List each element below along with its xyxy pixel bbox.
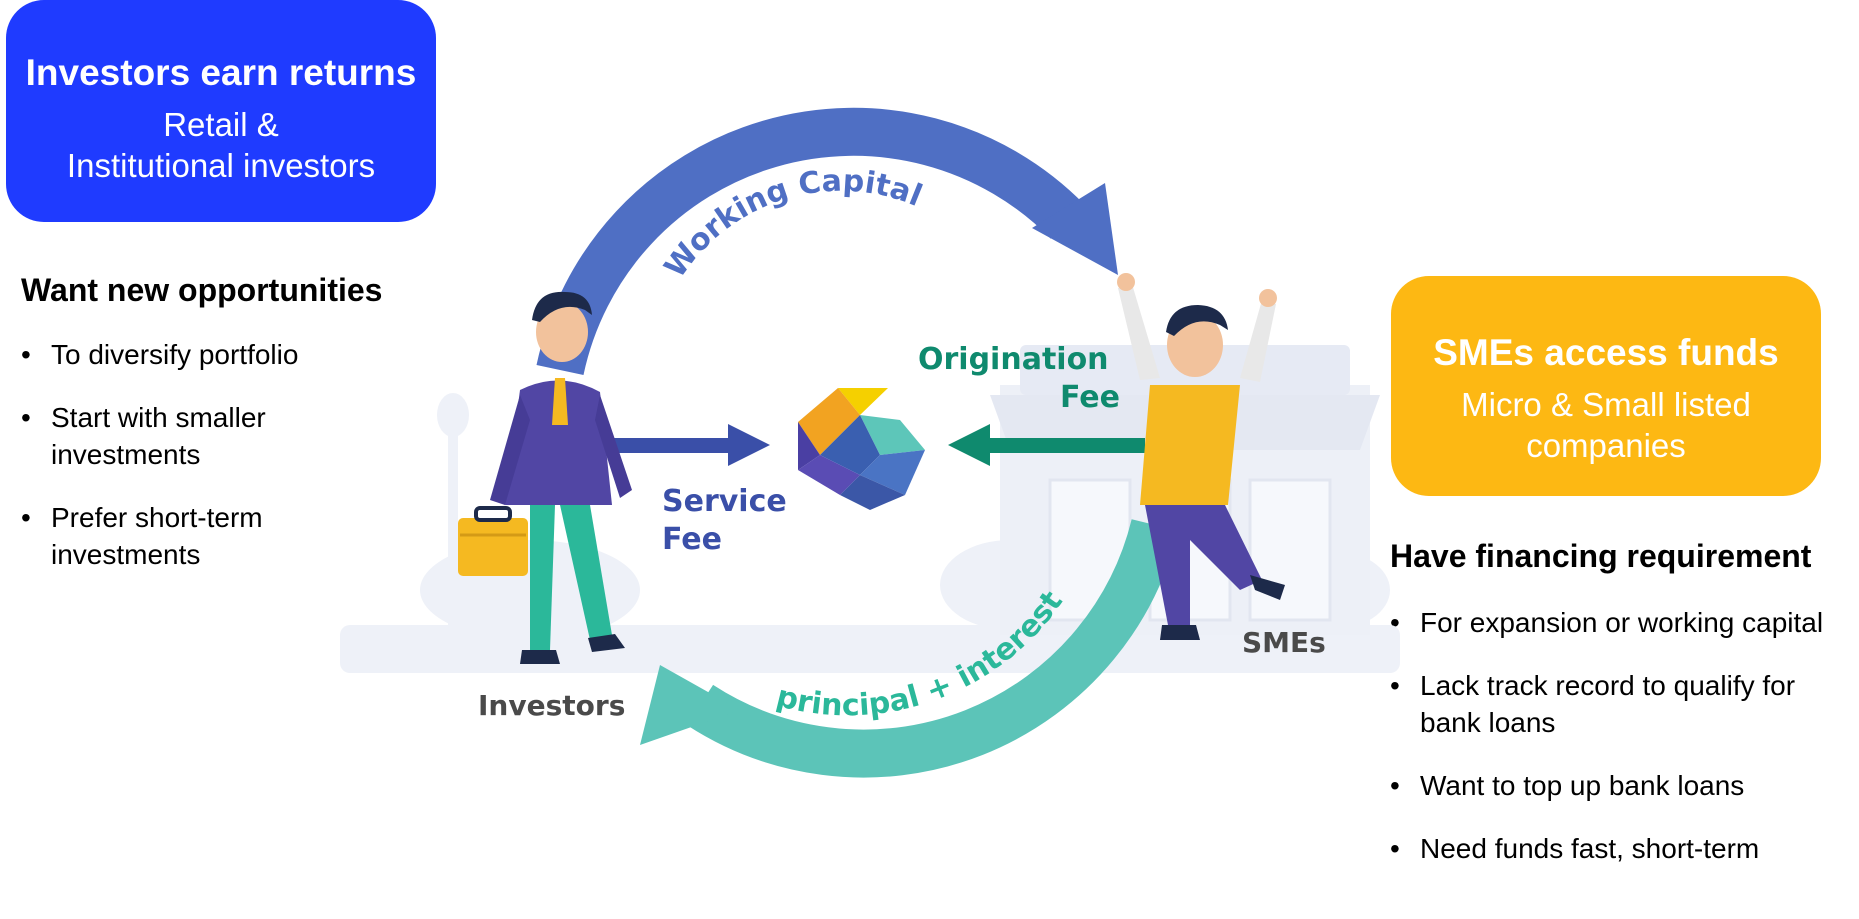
smes-bullet-text: For expansion or working capital [1420, 607, 1824, 638]
principal-interest-arrow [686, 519, 1179, 778]
smes-box-title: SMEs access funds [1433, 332, 1779, 373]
investors-bullet-text: Start with smaller investments [51, 402, 266, 470]
smes-bullet: •Want to top up bank loans [1390, 770, 1745, 801]
origination-fee-arrowhead [948, 424, 990, 466]
smes-label: SMEs [1242, 626, 1326, 659]
investors-box-subtitle-line1: Retail & [163, 106, 279, 143]
investors-bullet: •Prefer short-term investments [21, 502, 263, 570]
working-capital-arrowhead [1032, 183, 1118, 275]
service-fee-label-line2: Fee [662, 522, 722, 557]
smes-bullet-text: Lack track record to qualify for bank lo… [1420, 670, 1796, 738]
investors-box-title: Investors earn returns [25, 52, 417, 93]
origination-fee-label-line2: Fee [1060, 380, 1120, 415]
smes-bullet: •For expansion or working capital [1390, 607, 1824, 638]
briefcase-icon [458, 506, 528, 576]
investors-bullet: •To diversify portfolio [21, 339, 299, 370]
smes-heading: Have financing requirement [1390, 538, 1812, 574]
logo-icon [798, 388, 925, 510]
service-fee-label-line1: Service [662, 484, 787, 519]
investors-box-subtitle: Retail & Institutional investors [6, 104, 436, 186]
investors-label: Investors [478, 689, 625, 722]
sme-figure-icon [1117, 273, 1285, 640]
smes-bullet-text: Need funds fast, short-term [1420, 833, 1760, 864]
service-fee-arrowhead [728, 424, 770, 466]
smes-box-subtitle-line2: companies [1526, 427, 1686, 464]
investors-bullet: •Start with smaller investments [21, 402, 266, 470]
smes-bullet: •Lack track record to qualify for bank l… [1390, 670, 1796, 738]
investors-box-subtitle-line2: Institutional investors [66, 147, 376, 184]
smes-box-subtitle-line1: Micro & Small listed [1461, 386, 1751, 423]
investors-bullet-list: •To diversify portfolio •Start with smal… [21, 336, 351, 599]
investor-figure-icon [490, 291, 632, 664]
smes-box: SMEs access funds Micro & Small listed c… [1391, 276, 1821, 496]
principal-interest-arrowhead [640, 665, 740, 745]
origination-fee-label-line1: Origination [918, 342, 1109, 377]
working-capital-arrow [536, 107, 1086, 375]
investors-bullet-text: Prefer short-term investments [51, 502, 263, 570]
service-fee-arrow [585, 438, 733, 453]
origination-fee-arrow [985, 438, 1145, 453]
smes-box-subtitle: Micro & Small listed companies [1391, 384, 1821, 466]
investors-bullet-text: To diversify portfolio [51, 339, 299, 370]
smes-bullet-list: •For expansion or working capital •Lack … [1390, 604, 1850, 893]
investors-box: Investors earn returns Retail & Institut… [6, 0, 436, 222]
smes-bullet: •Need funds fast, short-term [1390, 833, 1760, 864]
investors-heading: Want new opportunities [21, 272, 383, 308]
smes-bullet-text: Want to top up bank loans [1420, 770, 1745, 801]
